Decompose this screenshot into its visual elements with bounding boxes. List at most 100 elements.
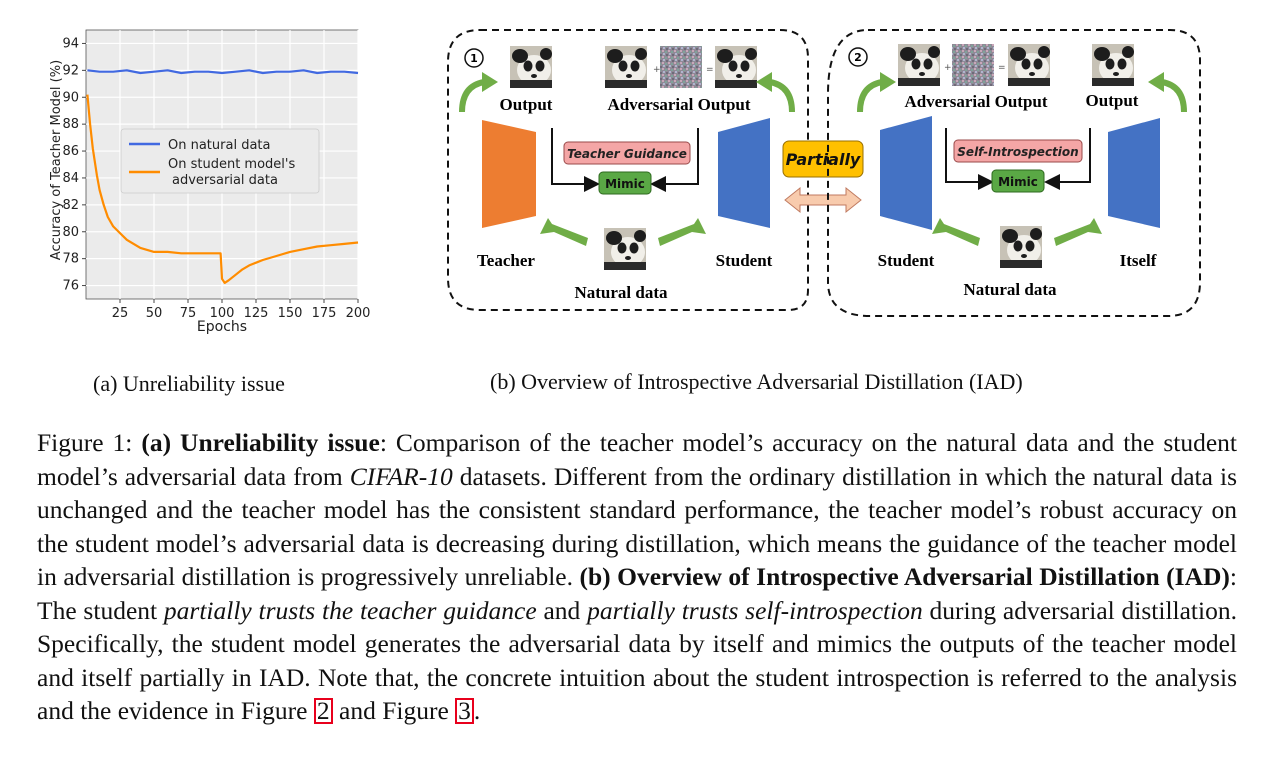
plus-sign-left: + [653,65,661,75]
y-tick-label: 82 [62,198,79,213]
legend-label-adversarial: On student model's adversarial data [168,157,299,188]
self-introspection-box [953,139,1083,163]
self-output-label: Output [1086,91,1139,110]
green-curve-arrow-right-panel-left [857,79,883,113]
natural-image-right [1000,226,1042,268]
step-1-circle [464,48,484,68]
arrow-left-to-mimic [551,128,600,192]
plus-sign-right: + [944,63,952,73]
noise-image-left [660,46,702,88]
caption-a-text-1: : Comparison of the teacher model’s accu… [37,428,1237,491]
teacher-guidance-label: Teacher Guidance [567,147,687,161]
caption-b-text-4: and Figure [332,696,456,725]
green-curve-arrow-right-head [756,72,772,92]
adv-input-image-left [605,46,647,88]
green-curve-arrow-right-panel-right-head [1148,72,1164,92]
green-arrow-to-teacher [540,218,588,246]
caption-b-text-1: : The student [37,562,1237,625]
partially-label: Partially [786,150,861,169]
right-adv-output-label: Adversarial Output [904,92,1047,111]
figure-caption: Figure 1: (a) Unreliability issue: Compa… [37,426,1237,728]
double-arrow [784,186,862,214]
iad-overview-diagram: 1 + = Output Adversarial Output Teacher … [447,29,1201,317]
green-curve-arrow-left [459,79,485,113]
green-arrow-to-itself [1054,218,1102,246]
y-tick-label: 86 [62,144,79,159]
y-tick-label: 80 [62,225,79,240]
figure-3-reference-link[interactable]: 3 [455,698,474,724]
adv-output-image-left [715,46,757,88]
y-tick-label: 76 [62,279,79,294]
x-tick-label: 50 [146,306,163,321]
itself-model-block [1108,118,1160,228]
arrow-right-to-mimic [650,128,699,192]
green-arrow-to-student-right [932,218,980,246]
figure-2-reference-link[interactable]: 2 [313,698,333,724]
legend-label-natural: On natural data [168,138,270,153]
left-panel-border [447,29,809,311]
series-lines [86,69,359,284]
student-label-right: Student [878,251,935,270]
green-curve-arrow-left-head [482,72,498,92]
caption-b-italic-1: partially trusts the teacher guidance [163,595,537,625]
partially-connector: Partially [782,140,864,214]
arrow-right-panel-left-to-mimic [945,128,994,190]
teacher-guidance-box [563,141,691,165]
itself-label: Itself [1120,251,1157,270]
student-model-block-left [718,118,770,228]
y-tick-label: 94 [62,36,79,51]
subcaption-a: (a) Unreliability issue [93,371,285,396]
y-tick-label: 90 [62,90,79,105]
equals-sign-left: = [706,65,714,75]
y-axis-label: Accuracy of Teacher Model (%) [49,60,64,260]
student-model-block-right [880,116,932,230]
teacher-output-image [510,46,552,88]
student-label-left: Student [716,251,773,270]
x-tick-label: 100 [210,306,235,321]
teacher-model-block [482,120,536,228]
noise-image-right [952,44,994,86]
caption-b-text-5: . [473,696,481,725]
caption-dataset-name: CIFAR-10 [349,461,453,491]
green-arrow-to-student-left [658,218,706,246]
green-curve-arrow-right-panel-right [1161,79,1187,113]
figure-label: Figure 1: [37,428,142,457]
left-adv-output-label: Adversarial Output [607,95,750,114]
y-tick-label: 84 [62,171,79,186]
series-line-adversarial [86,94,359,284]
step-1-number: 1 [470,52,478,65]
green-curve-arrow-right [769,79,795,113]
y-tick-label: 88 [62,117,79,132]
x-tick-label: 25 [112,306,129,321]
teacher-label: Teacher [477,251,535,270]
x-axis-label: Epochs [197,319,247,335]
equals-sign-right: = [998,63,1006,73]
x-tick-label: 175 [312,306,337,321]
adv-input-image-right [898,44,940,86]
right-panel-border [827,29,1201,317]
mimic-box-left [598,171,652,195]
subcaption-b: (b) Overview of Introspective Adversaria… [490,369,1023,394]
caption-b-text-3: during adversarial distillation. Specifi… [37,595,1237,726]
natural-data-label-right: Natural data [963,280,1057,299]
natural-data-label-left: Natural data [574,283,668,302]
natural-image-left [604,228,646,270]
series-line-natural [87,69,359,75]
self-output-image [1092,44,1134,86]
x-tick-label: 150 [278,306,303,321]
caption-b-text-2: and [536,595,588,625]
caption-b-italic-2: partially trusts self-introspection [587,595,923,625]
legend: On natural data On student model's adver… [120,128,320,194]
y-tick-label: 92 [62,63,79,78]
y-tick-label: 78 [62,252,79,267]
mimic-label-right: Mimic [998,175,1038,189]
caption-b-label: (b) Overview of Introspective Adversaria… [579,562,1230,591]
x-tick-label: 200 [346,306,371,321]
arrow-right-panel-right-to-mimic [1044,128,1091,190]
green-curve-arrow-right-panel-left-head [880,72,896,92]
x-tick-label: 125 [244,306,269,321]
caption-a-text-2: datasets. Different from the ordinary di… [37,461,1237,592]
caption-a-label: (a) Unreliability issue [141,428,380,457]
